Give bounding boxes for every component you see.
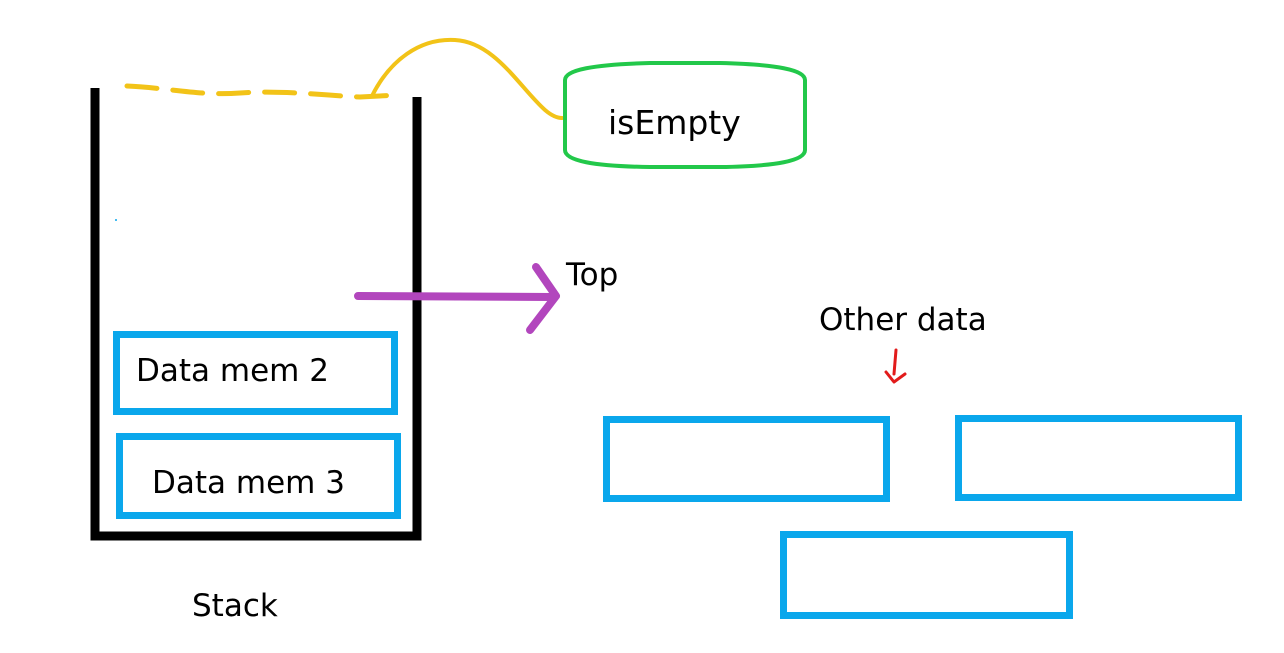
top-arrow-head (526, 263, 560, 334)
top-label: Top (566, 257, 619, 293)
stack-container (90, 88, 422, 541)
stack-label: Stack (192, 588, 278, 624)
stack-item-label-1: Data mem 2 (136, 353, 329, 389)
stray-dot (115, 219, 117, 221)
stack-item-label-2: Data mem 3 (152, 465, 345, 501)
other-data-arrow (884, 348, 907, 384)
stack-item-box-1 (113, 331, 398, 415)
is-empty-label: isEmpty (608, 103, 741, 142)
other-data-label: Other data (819, 302, 987, 338)
stack-item-box-2 (116, 433, 401, 519)
empty-indicator-dashed-line (124, 83, 401, 100)
top-arrow-shaft (354, 292, 557, 301)
other-data-box-1 (603, 416, 890, 502)
empty-indicator-connector (370, 37, 564, 120)
other-data-box-2 (955, 415, 1242, 501)
other-data-box-3 (780, 531, 1073, 619)
is-empty-shape (563, 61, 807, 169)
